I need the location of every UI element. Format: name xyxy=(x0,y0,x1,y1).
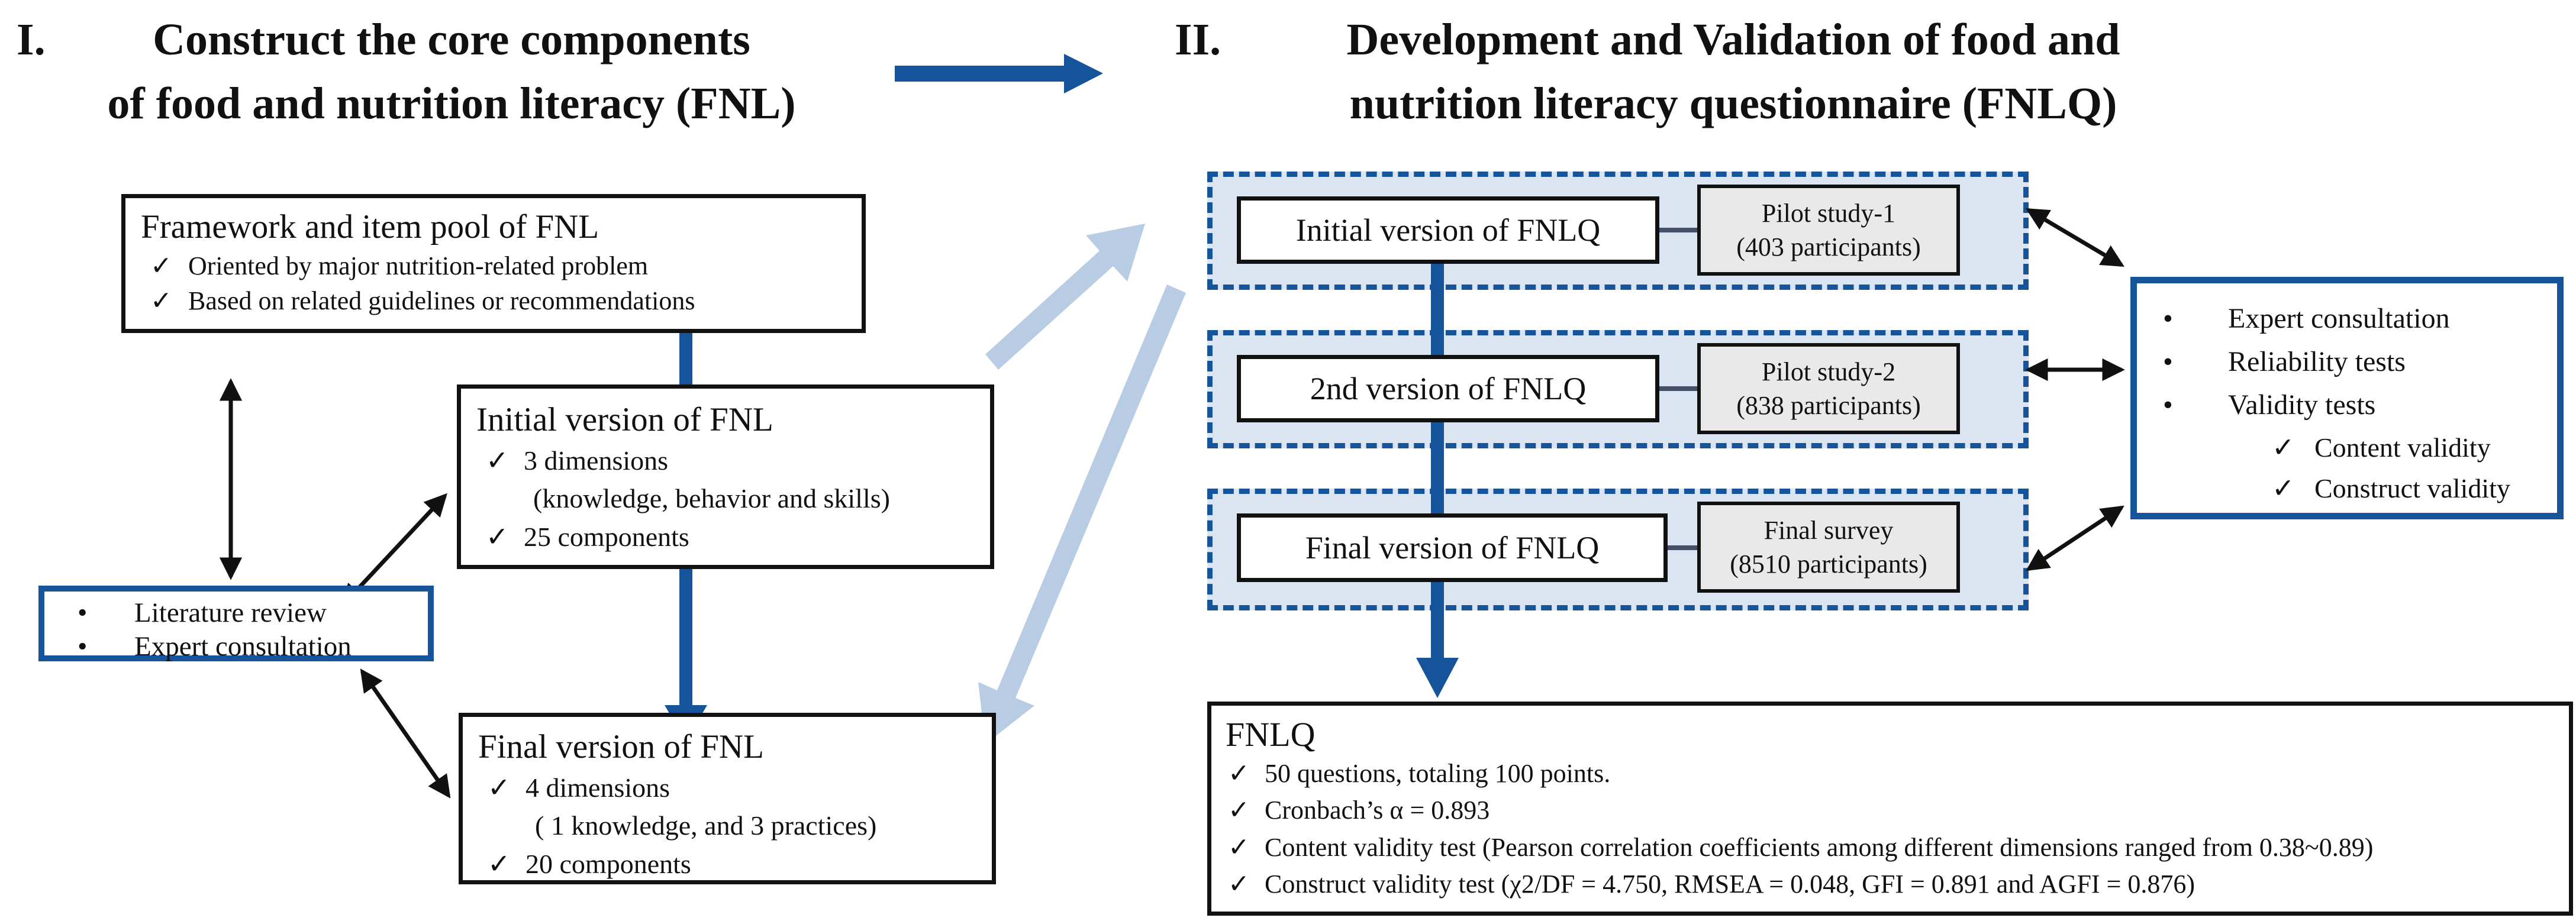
final-fnl-check-2-text: 20 components xyxy=(525,848,691,879)
tests-bullet-3-text: Validity tests xyxy=(2228,389,2376,421)
section-1-title: I. Construct the core components of food… xyxy=(17,8,833,136)
initial-fnl-check-2: ✓ 25 components xyxy=(476,518,975,556)
section-2-numeral: II. xyxy=(1175,15,1221,64)
framework-check-1: ✓ Oriented by major nutrition-related pr… xyxy=(141,249,846,284)
final-fnl-check-1-text: 4 dimensions xyxy=(525,773,670,803)
check-icon: ✓ xyxy=(2272,432,2295,463)
fnlq-summary-check-1: ✓ 50 questions, totaling 100 points. xyxy=(1226,755,2555,792)
framework-box: Framework and item pool of FNL ✓ Oriente… xyxy=(121,194,866,333)
tests-bullet-2-text: Reliability tests xyxy=(2228,345,2406,377)
initial-fnl-check-1-text: 3 dimensions xyxy=(524,445,669,476)
final-fnl-check-2: ✓ 20 components xyxy=(478,845,976,883)
section-1-title-lines: Construct the core components of food an… xyxy=(70,8,833,136)
tests-box: • Expert consultation • Reliability test… xyxy=(2130,277,2564,519)
fnlq-summary-check-3: ✓ Content validity test (Pearson correla… xyxy=(1226,829,2555,866)
check-icon: ✓ xyxy=(1228,796,1250,825)
final-fnl-note: ( 1 knowledge, and 3 practices) xyxy=(535,810,877,841)
section-2-title-lines: Development and Validation of food and n… xyxy=(1245,8,2222,136)
tests-bullet-1-text: Expert consultation xyxy=(2228,303,2450,334)
check-icon: ✓ xyxy=(1228,870,1250,899)
fnlq-summary-check-3-text: Content validity test (Pearson correlati… xyxy=(1265,832,2374,862)
pilot-study-2-name: Pilot study-2 xyxy=(1761,357,1896,386)
tests-check-2: ✓ Construct validity xyxy=(2272,468,2557,509)
fnlq-initial-version-box: Initial version of FNLQ xyxy=(1237,196,1659,264)
fnlq-to-final-fnl-light-arrow-icon xyxy=(978,285,1186,744)
fnlq-summary-title: FNLQ xyxy=(1226,715,1316,754)
pilot1-tests-double-arrow-icon xyxy=(2026,208,2124,267)
bullet-icon: • xyxy=(2163,303,2173,334)
final-fnl-box-title: Final version of FNL xyxy=(478,728,764,765)
check-icon: ✓ xyxy=(488,848,511,879)
methods-box: • Literature review • Expert consultatio… xyxy=(38,586,434,664)
pilot-study-1-sample: (403 participants) xyxy=(1736,232,1921,261)
section-2-title: II. Development and Validation of food a… xyxy=(1175,8,2222,136)
methods-bullet-2-text: Expert consultation xyxy=(134,631,352,663)
section-2-title-line-2: nutrition literacy questionnaire (FNLQ) xyxy=(1349,78,2117,128)
bullet-icon: • xyxy=(2163,389,2173,421)
framework-check-2: ✓ Based on related guidelines or recomme… xyxy=(141,284,846,319)
check-icon: ✓ xyxy=(486,445,509,476)
framework-check-2-text: Based on related guidelines or recommend… xyxy=(188,286,695,316)
initial-fnl-check-1: ✓ 3 dimensions xyxy=(476,442,975,480)
check-icon: ✓ xyxy=(2272,473,2295,503)
final-survey-tests-double-arrow-icon xyxy=(2026,505,2124,571)
tests-check-1: ✓ Content validity xyxy=(2272,427,2557,468)
check-icon: ✓ xyxy=(150,286,172,316)
check-icon: ✓ xyxy=(150,251,172,281)
tests-check-1-text: Content validity xyxy=(2314,432,2491,463)
final-fnl-box: Final version of FNL ✓ 4 dimensions ( 1 … xyxy=(459,713,996,884)
tests-bullet-1: • Expert consultation xyxy=(2163,298,2557,341)
fnlq-version-flow-arrow-icon xyxy=(1416,254,1459,698)
bullet-icon: • xyxy=(78,631,88,663)
fnlq-final-version-box: Final version of FNLQ xyxy=(1237,513,1668,582)
methods-bullet-1-text: Literature review xyxy=(134,597,327,628)
fnlq-summary-box: FNLQ ✓ 50 questions, totaling 100 points… xyxy=(1207,702,2573,916)
section-1-title-line-1: Construct the core components xyxy=(153,15,750,64)
initial-fnl-check-2-text: 25 components xyxy=(524,521,689,552)
fnl-to-fnlq-light-arrow-icon xyxy=(985,224,1145,370)
final-survey-name: Final survey xyxy=(1763,515,1894,545)
fnlq-summary-check-1-text: 50 questions, totaling 100 points. xyxy=(1265,758,1611,788)
methods-final-double-arrow-icon xyxy=(360,668,451,799)
pilot-study-2-sample: (838 participants) xyxy=(1736,391,1921,420)
framework-check-1-text: Oriented by major nutrition-related prob… xyxy=(188,251,649,281)
framework-to-initial-connector xyxy=(679,329,692,388)
tests-bullet-3: • Validity tests xyxy=(2163,384,2557,427)
check-icon: ✓ xyxy=(486,521,509,552)
pilot-study-2-box: Pilot study-2 (838 participants) xyxy=(1697,343,1960,434)
pilot-study-1-name: Pilot study-1 xyxy=(1761,198,1896,228)
final-survey-box: Final survey (8510 participants) xyxy=(1697,502,1960,593)
bullet-icon: • xyxy=(2163,345,2173,377)
tests-bullet-2: • Reliability tests xyxy=(2163,341,2557,384)
pilot-study-1-box: Pilot study-1 (403 participants) xyxy=(1697,185,1960,276)
initial-fnl-note: (knowledge, behavior and skills) xyxy=(533,483,890,514)
check-icon: ✓ xyxy=(1228,832,1250,862)
check-icon: ✓ xyxy=(488,773,511,803)
bullet-icon: • xyxy=(78,597,88,628)
fnlq-summary-check-2-text: Cronbach’s α = 0.893 xyxy=(1265,796,1490,825)
initial-fnl-box-title: Initial version of FNL xyxy=(476,401,773,438)
initial-fnl-box: Initial version of FNL ✓ 3 dimensions (k… xyxy=(457,384,994,569)
final-fnl-check-1: ✓ 4 dimensions xyxy=(478,769,976,807)
section-1-title-line-2: of food and nutrition literacy (FNL) xyxy=(107,78,796,128)
fnlq-summary-check-2: ✓ Cronbach’s α = 0.893 xyxy=(1226,792,2555,829)
section-1-numeral: I. xyxy=(17,15,46,64)
methods-bullet-1: • Literature review xyxy=(78,596,428,630)
fnlq-summary-check-4: ✓ Construct validity test (χ2/DF = 4.750… xyxy=(1226,866,2555,903)
methods-bullet-2: • Expert consultation xyxy=(78,630,428,664)
check-icon: ✓ xyxy=(1228,758,1250,788)
tests-check-2-text: Construct validity xyxy=(2314,473,2510,503)
framework-box-title: Framework and item pool of FNL xyxy=(141,208,599,245)
section-2-title-line-1: Development and Validation of food and xyxy=(1346,15,2120,64)
fnlq-summary-check-4-text: Construct validity test (χ2/DF = 4.750, … xyxy=(1265,870,2195,899)
fnlq-2nd-version-box: 2nd version of FNLQ xyxy=(1237,355,1659,422)
section-transition-arrow-icon xyxy=(895,54,1103,93)
final-survey-sample: (8510 participants) xyxy=(1730,550,1927,579)
